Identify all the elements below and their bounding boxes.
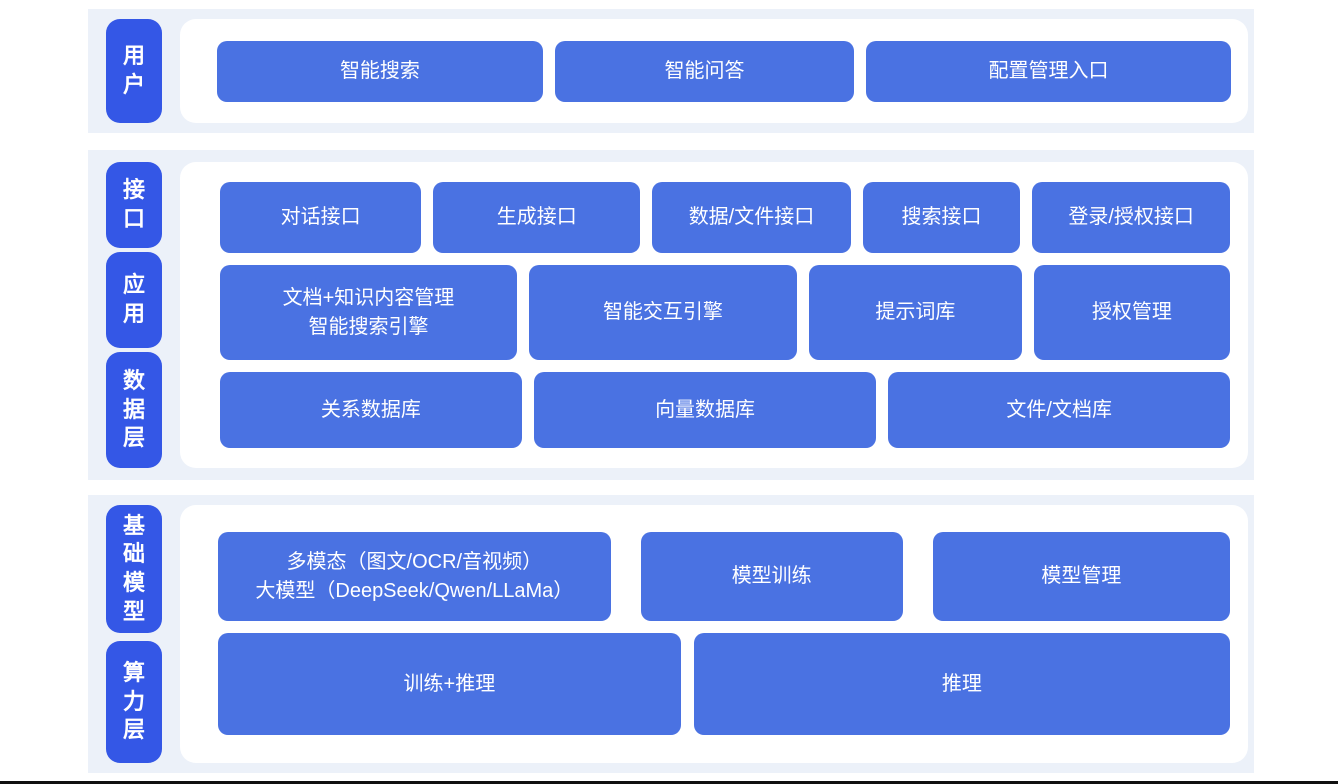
layer-label-application-text: 应用 — [122, 272, 145, 326]
data-row: 关系数据库 向量数据库 文件/文档库 — [220, 372, 1230, 448]
middle-layers-label-column: 接口 应用 数据层 — [106, 162, 162, 468]
block-vector-db: 向量数据库 — [533, 372, 877, 448]
bottom-border-line — [0, 781, 1338, 784]
block-model-training: 模型训练 — [640, 532, 903, 621]
layer-label-interface-text: 接口 — [122, 177, 145, 231]
user-layer-label-column: 用户 — [106, 19, 162, 123]
user-layer-row: 智能搜索 智能问答 配置管理入口 — [217, 40, 1231, 102]
application-row: 文档+知识内容管理 智能搜索引擎 智能交互引擎 提示词库 授权管理 — [220, 265, 1231, 360]
layer-label-interface: 接口 — [106, 162, 162, 248]
base-model-label-column: 基础模型 算力层 — [106, 505, 162, 763]
block-intelligent-interaction-engine: 智能交互引擎 — [528, 265, 797, 360]
block-auth-management: 授权管理 — [1033, 265, 1231, 360]
block-prompt-library: 提示词库 — [808, 265, 1022, 360]
model-row: 多模态（图文/OCR/音视频） 大模型（DeepSeek/Qwen/LLaMa）… — [218, 532, 1231, 621]
block-config-management-entry: 配置管理入口 — [866, 40, 1231, 102]
block-multimodal-llm: 多模态（图文/OCR/音视频） 大模型（DeepSeek/Qwen/LLaMa） — [218, 532, 611, 621]
user-layer-panel: 智能搜索 智能问答 配置管理入口 — [180, 19, 1248, 123]
user-layer-band: 用户 智能搜索 智能问答 配置管理入口 — [88, 9, 1254, 133]
compute-row: 训练+推理 推理 — [218, 633, 1230, 735]
layer-label-data-text: 数据层 — [122, 368, 145, 451]
block-search-api: 搜索接口 — [862, 182, 1021, 253]
block-data-file-api: 数据/文件接口 — [652, 182, 851, 253]
block-model-management: 模型管理 — [932, 532, 1231, 621]
block-relational-db: 关系数据库 — [220, 372, 522, 448]
block-file-doc-store: 文件/文档库 — [888, 372, 1230, 448]
layer-label-application: 应用 — [106, 252, 162, 348]
block-doc-knowledge-search-engine: 文档+知识内容管理 智能搜索引擎 — [220, 265, 517, 360]
layer-label-compute-text: 算力层 — [122, 660, 145, 743]
interface-row: 对话接口 生成接口 数据/文件接口 搜索接口 登录/授权接口 — [220, 182, 1230, 253]
layer-label-base-model: 基础模型 — [106, 505, 162, 633]
block-login-auth-api: 登录/授权接口 — [1032, 182, 1230, 253]
block-training-inference: 训练+推理 — [218, 633, 681, 735]
layer-label-base-model-text: 基础模型 — [122, 512, 145, 624]
middle-layers-panel: 对话接口 生成接口 数据/文件接口 搜索接口 登录/授权接口 文档+知识内容管理… — [180, 162, 1248, 468]
block-smart-qa: 智能问答 — [554, 40, 855, 102]
layer-label-user: 用户 — [106, 19, 162, 123]
layer-label-user-text: 用户 — [122, 43, 145, 97]
block-dialog-api: 对话接口 — [220, 182, 422, 253]
base-model-band: 基础模型 算力层 多模态（图文/OCR/音视频） 大模型（DeepSeek/Qw… — [88, 495, 1254, 773]
layer-label-compute: 算力层 — [106, 641, 162, 763]
block-smart-search: 智能搜索 — [217, 40, 543, 102]
block-generation-api: 生成接口 — [433, 182, 641, 253]
middle-layers-band: 接口 应用 数据层 对话接口 生成接口 数据/文件接口 搜索接口 登录/授权接口… — [88, 150, 1254, 480]
layer-label-data: 数据层 — [106, 352, 162, 468]
base-model-panel: 多模态（图文/OCR/音视频） 大模型（DeepSeek/Qwen/LLaMa）… — [180, 505, 1248, 763]
block-inference: 推理 — [693, 633, 1230, 735]
